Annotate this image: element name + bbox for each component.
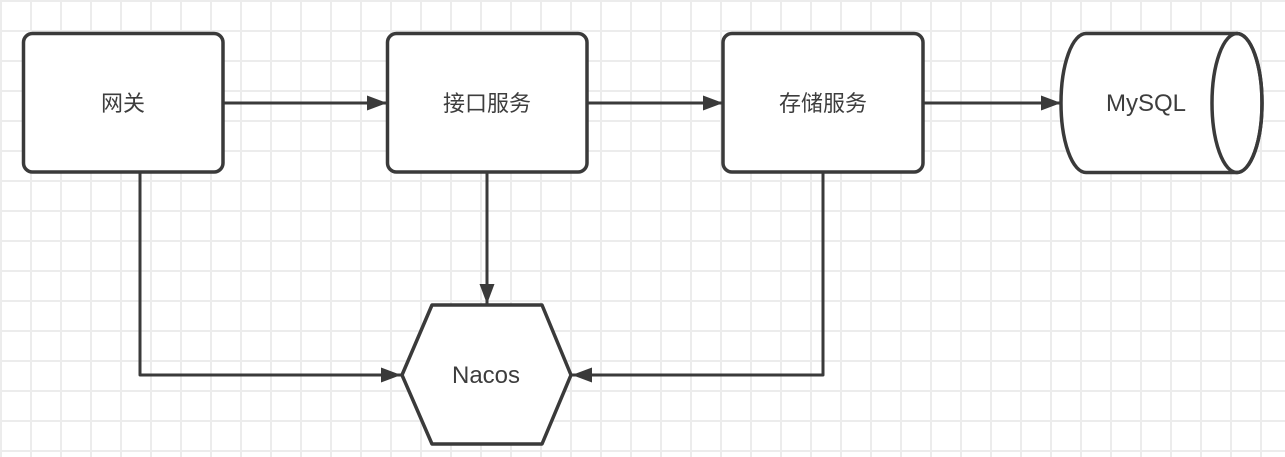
gateway-label: 网关 bbox=[101, 91, 145, 116]
gateway-shape bbox=[21, 31, 225, 174]
node-api-service: 接口服务 bbox=[385, 31, 589, 174]
api-service-shape bbox=[385, 31, 589, 174]
node-nacos: Nacos bbox=[400, 303, 573, 446]
node-storage-service: 存储服务 bbox=[721, 31, 925, 174]
storage-service-label: 存储服务 bbox=[779, 91, 867, 116]
api-service-label: 接口服务 bbox=[443, 91, 531, 116]
storage-service-shape bbox=[721, 31, 925, 174]
edge-storage-service-to-nacos bbox=[572, 172, 825, 383]
mysql-cylinder-cap bbox=[1210, 31, 1264, 175]
node-mysql: MySQL bbox=[1059, 31, 1264, 175]
nacos-hexagon-shape bbox=[400, 303, 573, 446]
nacos-label: Nacos bbox=[452, 362, 520, 389]
mysql-label: MySQL bbox=[1106, 90, 1186, 117]
edge-gateway-to-nacos bbox=[138, 172, 401, 383]
node-gateway: 网关 bbox=[21, 31, 225, 174]
